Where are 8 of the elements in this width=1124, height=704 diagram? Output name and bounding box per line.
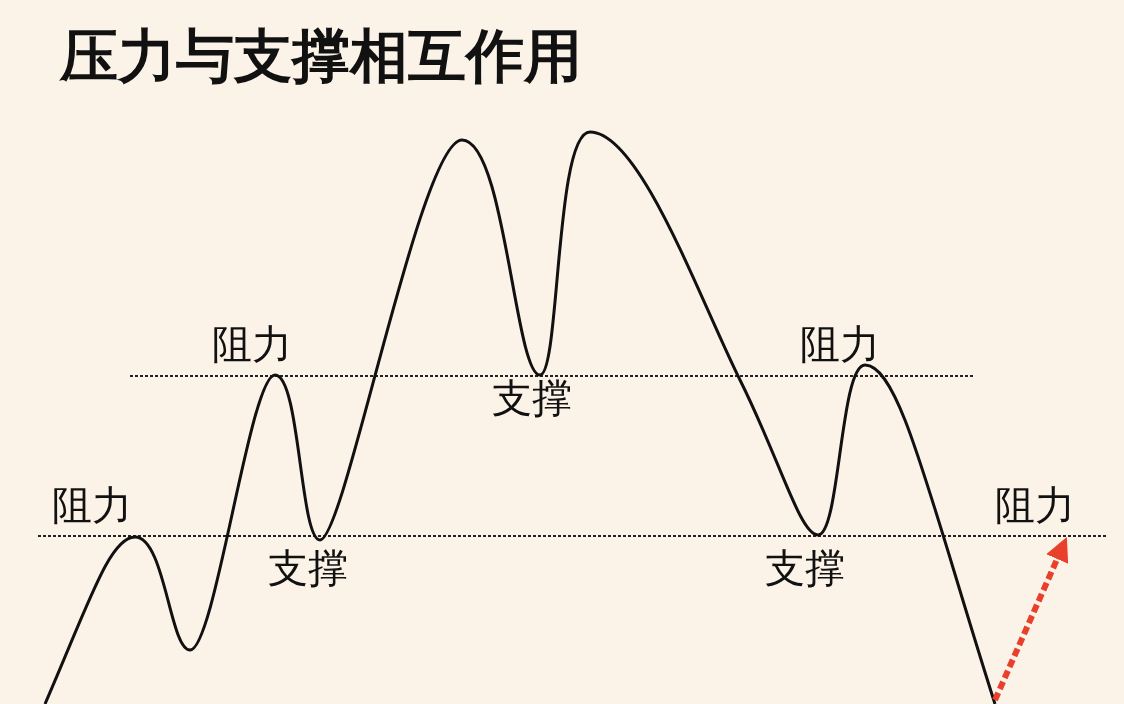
level-label: 支撑 [268, 548, 348, 588]
level-label: 支撑 [765, 548, 845, 588]
level-label: 支撑 [492, 378, 572, 418]
level-label: 阻力 [800, 324, 880, 364]
level-label: 阻力 [995, 485, 1075, 525]
title: 压力与支撑相互作用 [60, 21, 582, 92]
level-label: 阻力 [212, 324, 292, 364]
level-label: 阻力 [52, 485, 132, 525]
